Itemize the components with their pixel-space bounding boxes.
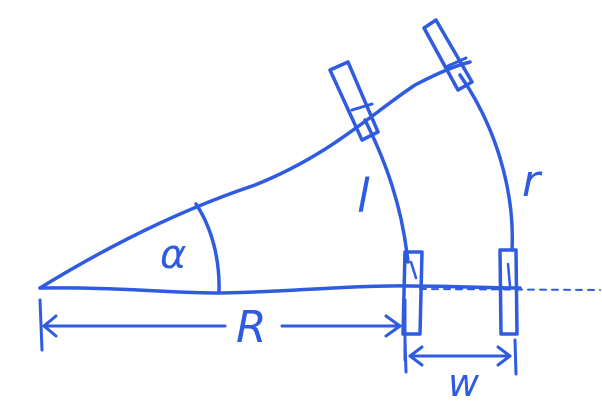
upper-left-wheel [328, 60, 380, 142]
right-track-label: r [522, 156, 543, 207]
radius-dimension [38, 298, 407, 362]
left-track-label: l [357, 169, 370, 223]
lower-right-wheel [498, 248, 519, 336]
angle-arc [194, 202, 221, 294]
left-track-arc [363, 118, 410, 264]
base-line [38, 284, 522, 295]
radius-label: R [236, 302, 267, 353]
width-dimension [403, 338, 518, 376]
angle-label: α [160, 232, 186, 278]
radial-line [38, 60, 472, 290]
upper-right-wheel [422, 18, 474, 92]
width-label: w [448, 361, 480, 405]
right-track-arc [458, 73, 515, 252]
